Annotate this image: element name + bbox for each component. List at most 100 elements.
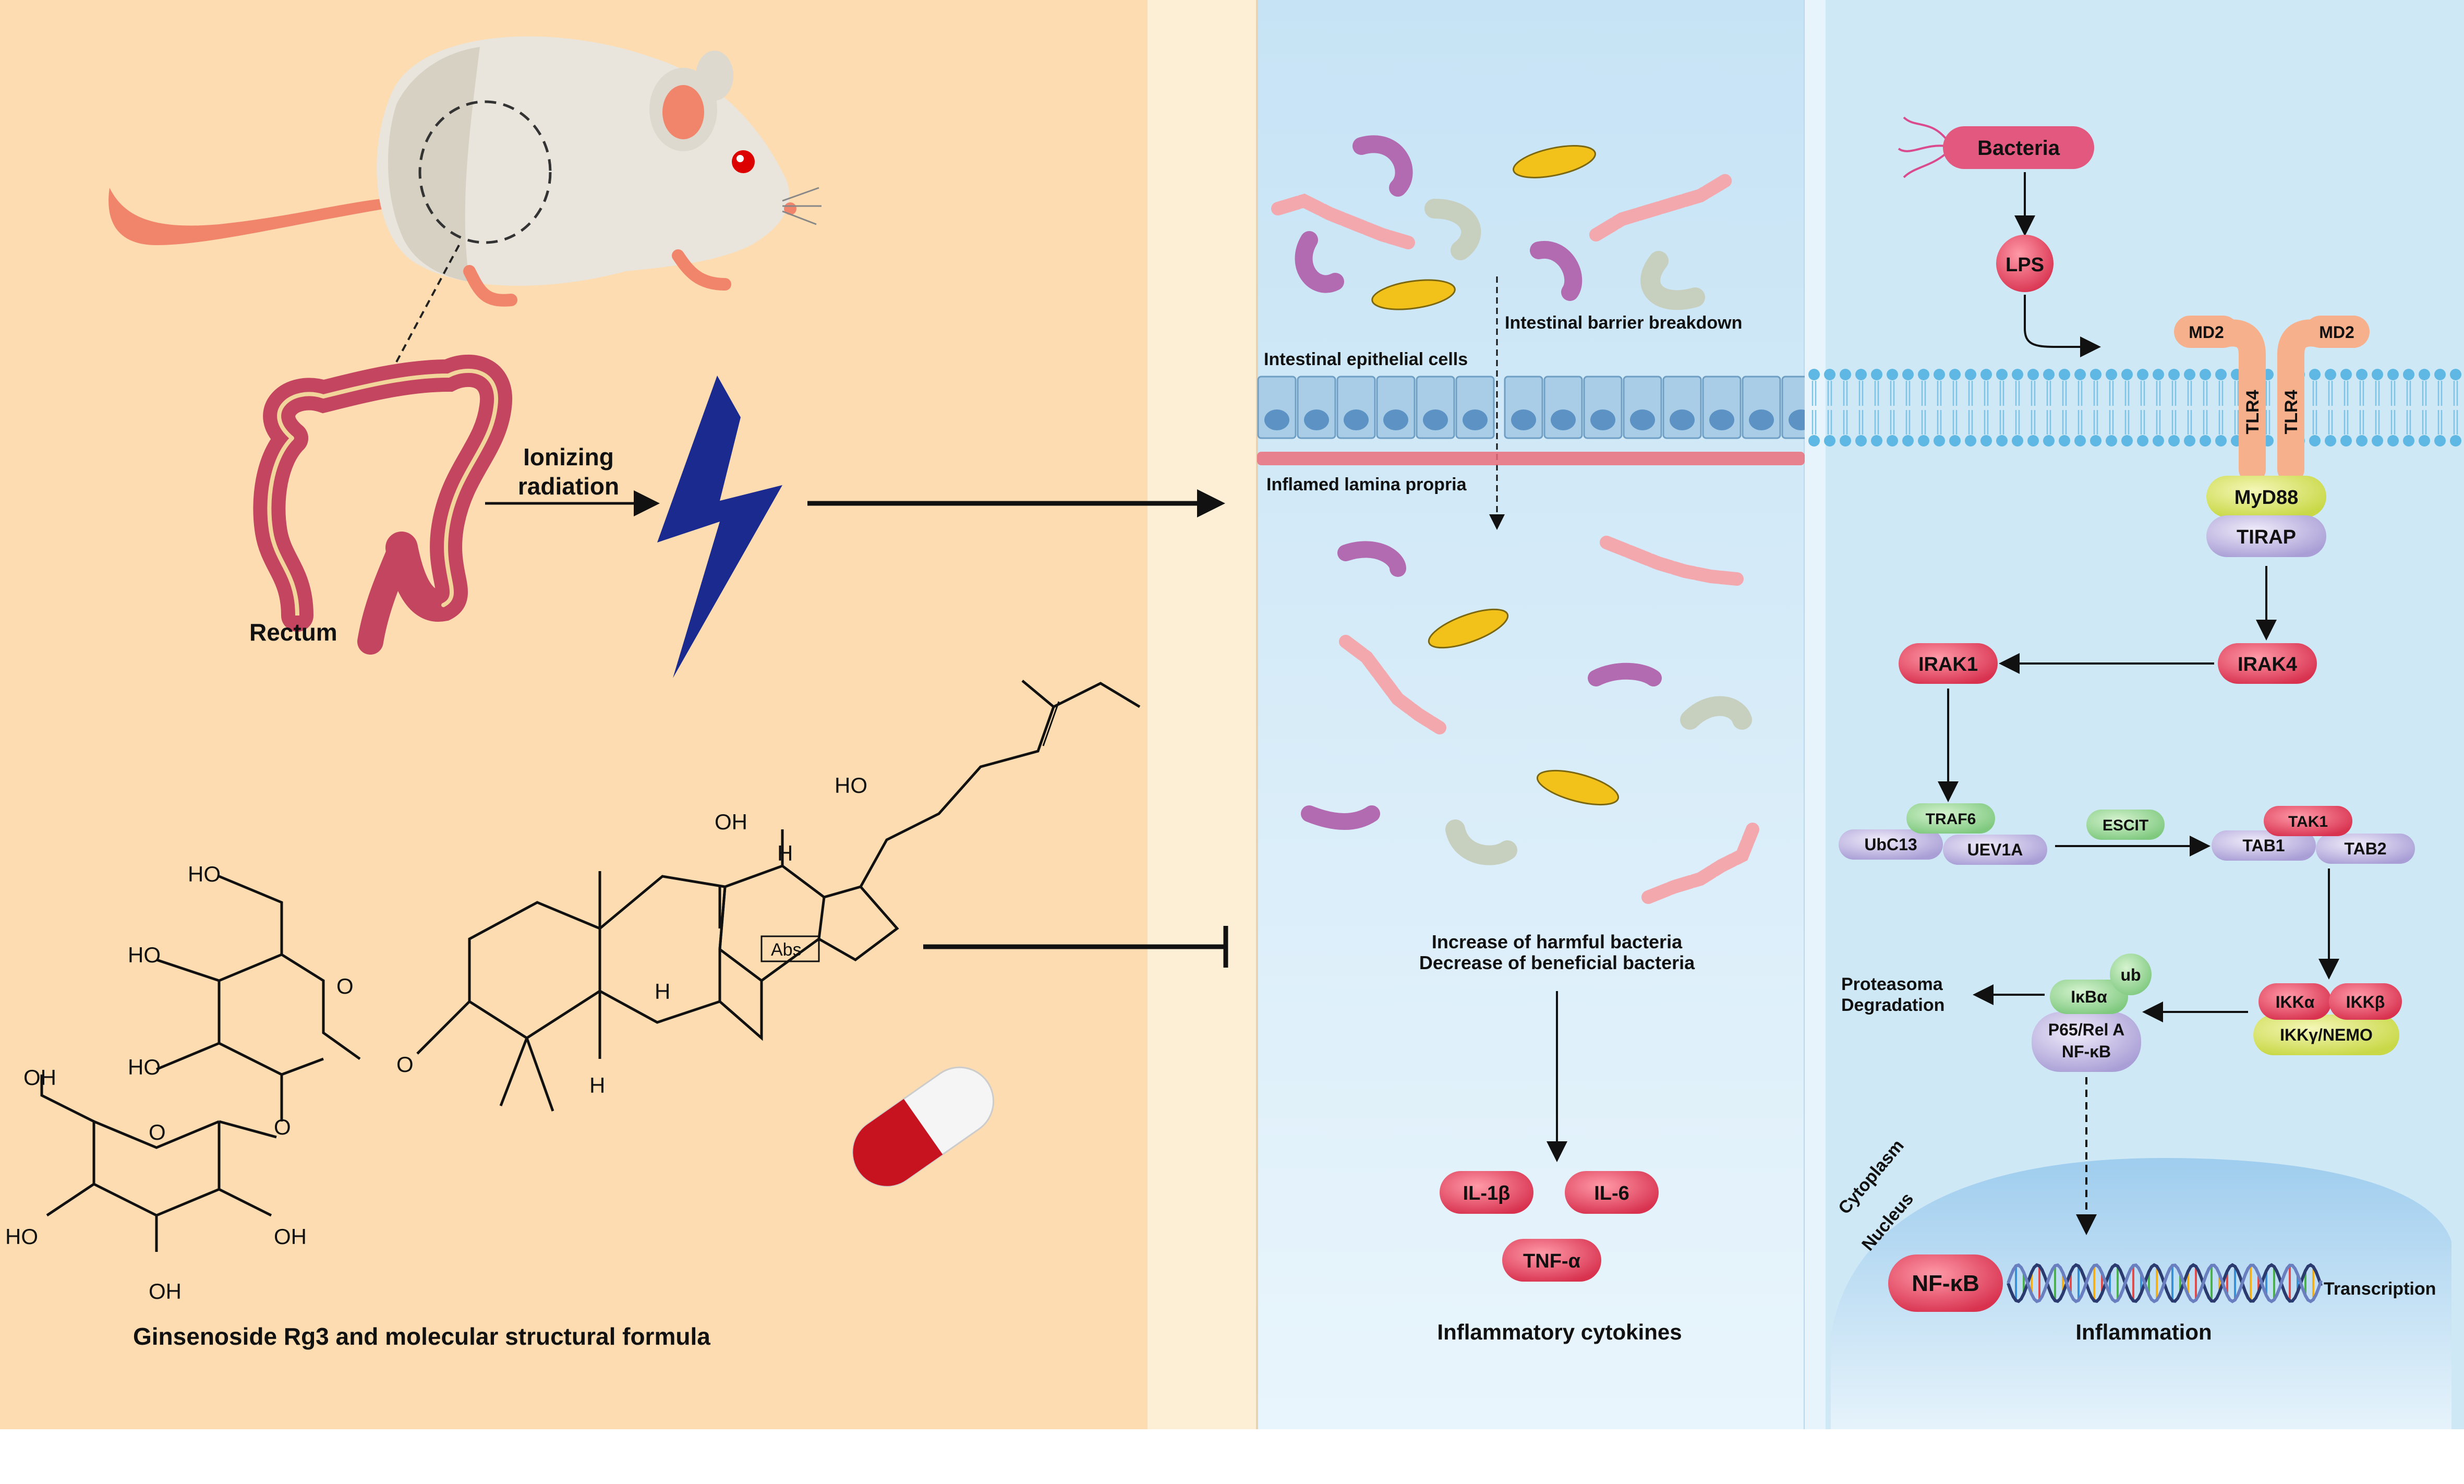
svg-text:MD2: MD2 [2189,323,2224,342]
lipid-head [1949,435,1961,447]
mol-h1: H [777,841,793,865]
rectum-label: Rectum [249,619,337,646]
lipid-head [2153,369,2164,380]
cell-nucleus [1630,409,1655,430]
lightning-icon [657,376,782,678]
mol-ho-bottom: HO [5,1224,38,1249]
tab1-node [2212,830,2316,861]
lipid-head [2387,369,2399,380]
lipid-head [2403,369,2414,380]
lipid-head [2106,435,2117,447]
tlr4-receptor-complex: MD2 MD2 TLR4 TLR4 MyD88 TIRAP [2174,316,2370,557]
lipid-head [2027,369,2039,380]
mol-o-ring2: O [149,1120,166,1144]
transcription-label: Transcription [2324,1279,2436,1299]
gut-bacteria-bottom [1301,536,1759,904]
cell-nucleus [1551,409,1576,430]
svg-text:LPS: LPS [2006,254,2044,276]
lipid-head [2090,369,2101,380]
tirap-node [2206,515,2326,557]
lipid-head [2325,435,2336,447]
uev1a-node [1943,835,2047,865]
radiation-label-line2: radiation [518,473,619,500]
rat-eye-icon [732,150,755,173]
cell-nucleus [1304,409,1329,430]
lamina-label: Inflamed lamina propria [1266,475,1467,494]
lps-to-receptor-arrow [2024,295,2101,357]
svg-text:IKKβ: IKKβ [2346,993,2385,1011]
ub-node [2110,954,2152,995]
svg-text:Bacteria: Bacteria [1977,137,2060,160]
ikkb-node [2329,983,2402,1020]
lipid-head [1980,435,1992,447]
lipid-head [1840,435,1851,447]
lipid-head [2356,435,2368,447]
mol-abs: Abs [771,940,802,960]
svg-text:NF-κB: NF-κB [2062,1042,2111,1061]
lipid-head [2387,435,2399,447]
left-panel-light-strip [1148,0,1257,1429]
lipid-head [2059,435,2070,447]
lipid-head [1902,369,1914,380]
right-panel: Bacteria LPS MD2 MD2 TLR4 TLR4 MyD88 TIR… [1805,0,2464,1429]
lipid-head [1980,369,1992,380]
lipid-head [2121,369,2133,380]
lipid-head [1934,369,1945,380]
mol-ho-a: HO [128,943,161,967]
lipid-head [2356,369,2368,380]
lipid-head [1824,369,1835,380]
lipid-head [2434,435,2446,447]
mol-o-link1: O [396,1052,414,1077]
svg-text:IRAK1: IRAK1 [1918,654,1978,675]
md2-left [2174,316,2239,348]
svg-text:TAB1: TAB1 [2242,836,2285,855]
lipid-head [2184,435,2195,447]
bacteria-change-line2: Decrease of beneficial bacteria [1419,952,1695,973]
molecule-labels: HO OH H H H Abs HO HO HO O O O OH O HO O… [5,773,867,1304]
tlr4-left: TLR4 [2243,390,2263,434]
lipid-head [1887,435,1898,447]
tab2-node [2316,834,2415,864]
lipid-head [1965,435,1976,447]
lipid-head [2090,435,2101,447]
lipid-head [1808,435,1820,447]
ikkg-node [2253,1015,2399,1055]
lipid-head [2419,435,2430,447]
epithelial-cell-layer [1257,376,1821,439]
left-caption: Ginsenoside Rg3 and molecular structural… [133,1323,710,1350]
lipid-head [2027,435,2039,447]
svg-text:IL-6: IL-6 [1594,1183,1629,1204]
dna-helix-icon [2007,1263,2323,1304]
cell-nucleus [1423,409,1448,430]
lipid-head [2137,435,2148,447]
rectum-highlight-circle [418,100,552,244]
lipid-head [1871,369,1882,380]
mol-oh-bottom: OH [149,1279,182,1304]
svg-text:NF-κB: NF-κB [1912,1271,1979,1296]
lipid-head [2372,369,2383,380]
radiation-label-line1: Ionizing [523,443,614,470]
lipid-head [1934,435,1945,447]
capsule-icon [852,1066,995,1187]
cell-nucleus [1709,409,1734,430]
lipid-head [2340,369,2352,380]
lipid-head [2372,435,2383,447]
cell-nucleus [1264,409,1289,430]
lipid-head [2106,369,2117,380]
svg-text:MyD88: MyD88 [2234,487,2299,509]
cytokine-il1b: IL-1β [1440,1171,1533,1214]
bacteria-change-line1: Increase of harmful bacteria [1432,931,1683,952]
svg-text:IκBα: IκBα [2071,987,2107,1006]
svg-text:IKKγ/NEMO: IKKγ/NEMO [2280,1025,2373,1044]
mol-o-ring1: O [336,974,354,998]
lipid-head [2184,369,2195,380]
svg-text:ESCIT: ESCIT [2103,817,2148,834]
lipid-head [1918,435,1929,447]
svg-text:UbC13: UbC13 [1864,835,1917,854]
lipid-head [2403,435,2414,447]
lps-node: LPS [1996,235,2054,292]
ginsenoside-rg3-structure [40,680,1141,1252]
mol-ho-top: HO [835,773,867,798]
ubc13-node [1839,829,1943,860]
